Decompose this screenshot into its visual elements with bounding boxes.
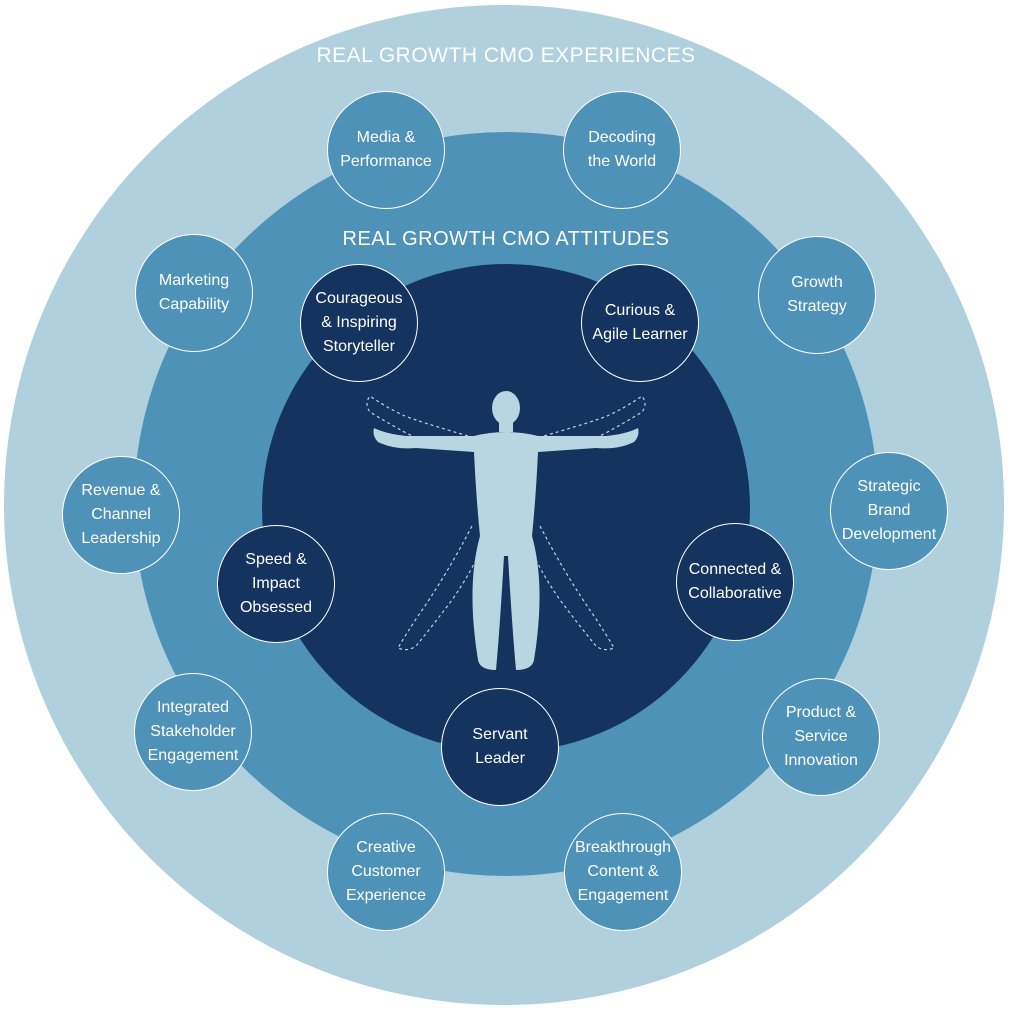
attitude-courageous-storyteller: Courageous & Inspiring Storyteller bbox=[300, 264, 418, 382]
experience-strategic-brand-development: Strategic Brand Development bbox=[830, 452, 948, 570]
experiences-title: REAL GROWTH CMO EXPERIENCES bbox=[316, 44, 696, 67]
attitudes-title: REAL GROWTH CMO ATTITUDES bbox=[342, 228, 670, 250]
human-figure-icon bbox=[366, 391, 646, 670]
experience-breakthrough-content: Breakthrough Content & Engagement bbox=[564, 813, 682, 931]
attitude-curious-learner: Curious & Agile Learner bbox=[581, 264, 699, 382]
experience-product-service-innovation: Product & Service Innovation bbox=[762, 678, 880, 796]
experience-decoding-the-world: Decoding the World bbox=[563, 91, 681, 209]
attitude-servant-leader: Servant Leader bbox=[441, 688, 559, 806]
attitude-speed-impact: Speed & Impact Obsessed bbox=[217, 525, 335, 643]
experience-marketing-capability: Marketing Capability bbox=[135, 234, 253, 352]
experience-growth-strategy: Growth Strategy bbox=[758, 236, 876, 354]
experience-media-performance: Media & Performance bbox=[327, 91, 445, 209]
attitude-connected-collaborative: Connected & Collaborative bbox=[676, 523, 794, 641]
experience-revenue-channel: Revenue & Channel Leadership bbox=[62, 456, 180, 574]
experience-integrated-stakeholder: Integrated Stakeholder Engagement bbox=[134, 673, 252, 791]
experience-creative-customer: Creative Customer Experience bbox=[327, 813, 445, 931]
